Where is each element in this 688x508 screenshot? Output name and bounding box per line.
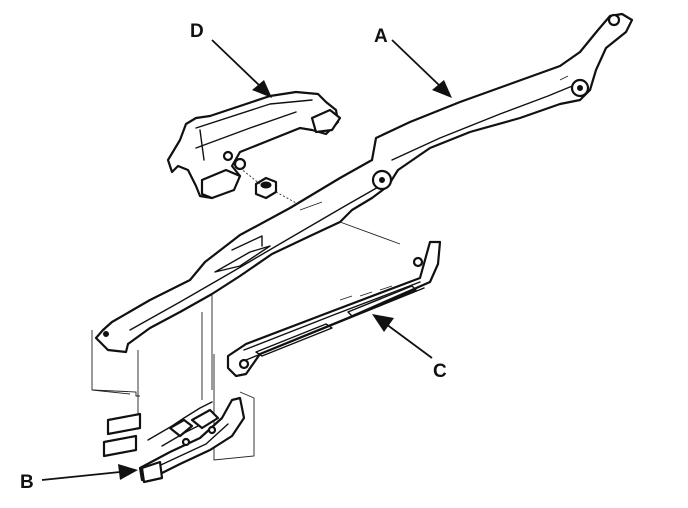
leader-line-a: [391, 39, 452, 98]
leader-line-b: [41, 464, 138, 481]
callout-a-label: A: [374, 26, 388, 47]
callout-d-label: D: [190, 21, 204, 42]
lever-arm-part: [94, 12, 634, 354]
leader-line-c: [372, 314, 433, 359]
slotted-bar-part: [226, 240, 442, 378]
callout-c-label: C: [433, 361, 447, 382]
upper-bracket-part: [166, 90, 342, 200]
leader-line-d: [211, 39, 272, 98]
callout-b-label: B: [20, 472, 34, 493]
bushing-part: [254, 176, 278, 200]
assembly-guide-lines: [211, 167, 401, 390]
lower-mount-part: [91, 312, 255, 484]
